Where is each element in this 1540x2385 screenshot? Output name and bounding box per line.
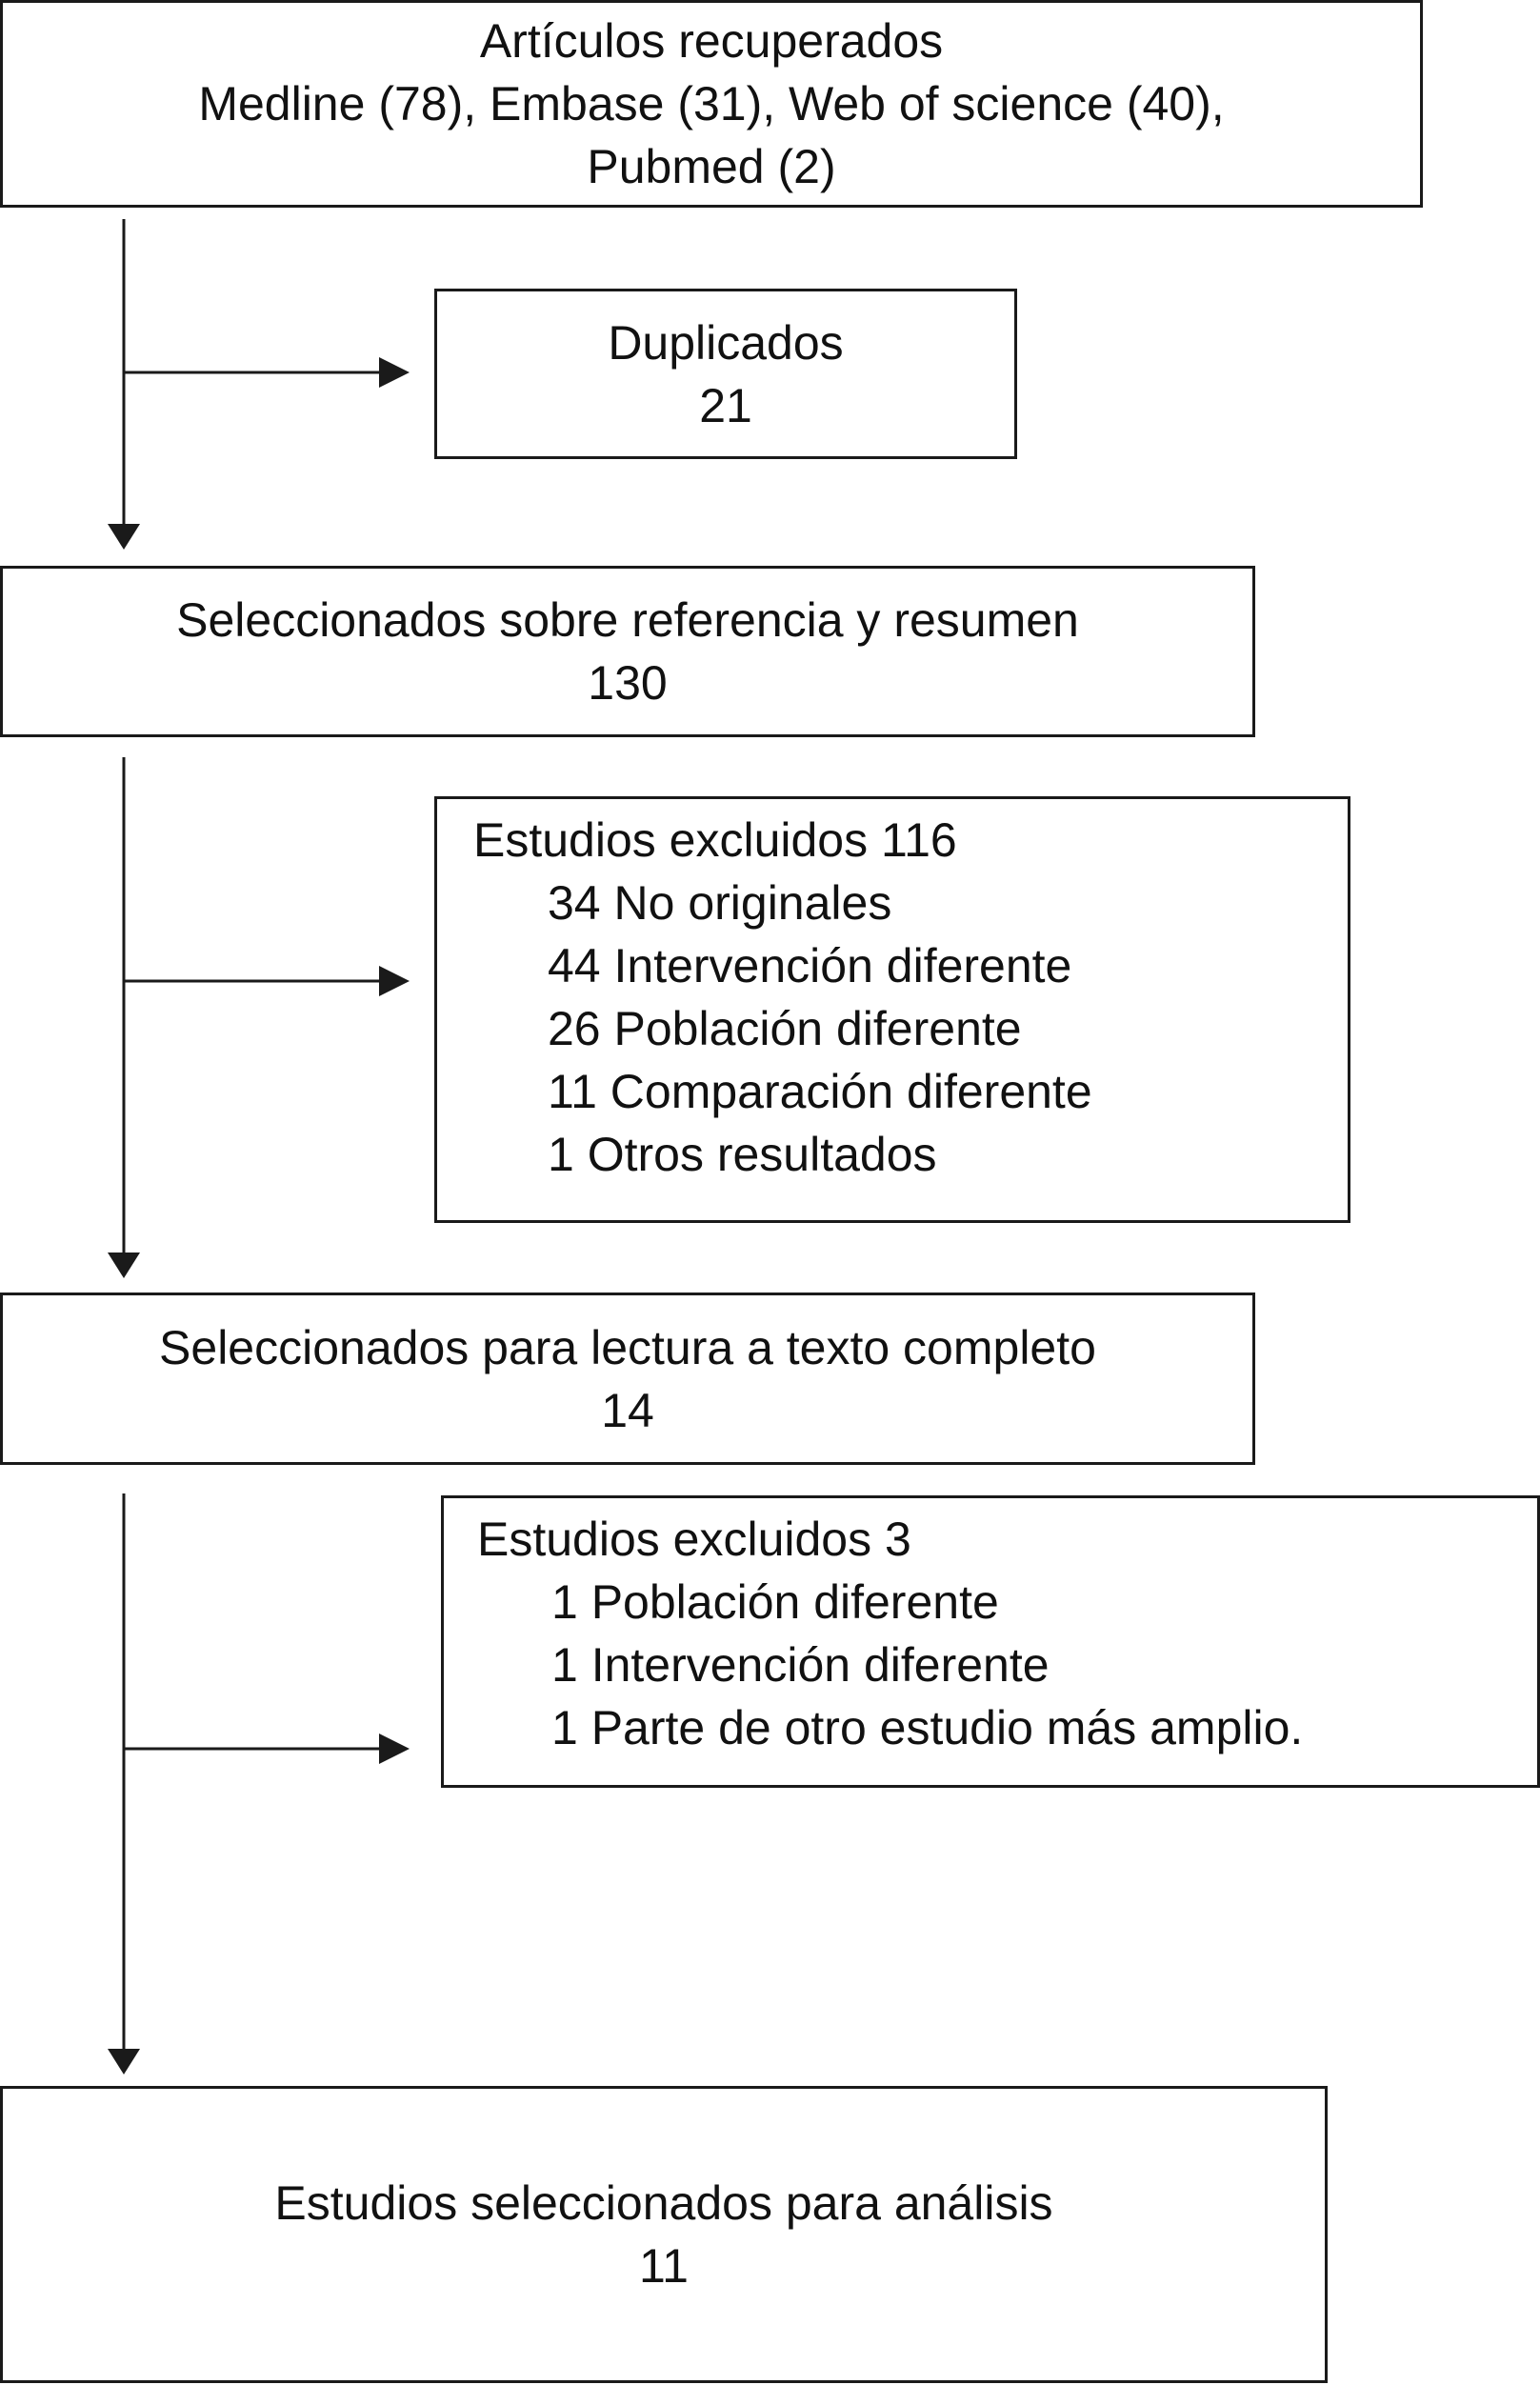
retrieved-sources-cont: Pubmed (2) <box>587 140 836 193</box>
excluded-fulltext-item: 1 Intervención diferente <box>551 1638 1050 1692</box>
excluded-fulltext-item: 1 Parte de otro estudio más amplio. <box>551 1701 1304 1754</box>
excluded-fulltext-box: Estudios excluidos 3 1 Población diferen… <box>441 1495 1540 1788</box>
retrieved-articles-box: Artículos recuperados Medline (78), Emba… <box>0 0 1423 208</box>
duplicates-count: 21 <box>699 378 752 432</box>
screened-count: 130 <box>588 656 668 710</box>
retrieved-title: Artículos recuperados <box>479 14 944 68</box>
arrow-down-fulltext <box>108 1253 140 1278</box>
arrow-down-included <box>108 2049 140 2074</box>
excluded-screening-item: 34 No originales <box>548 876 892 930</box>
arrow-right-excluded-fulltext <box>379 1734 410 1764</box>
screened-title: Seleccionados sobre referencia y resumen <box>176 593 1079 647</box>
duplicates-title: Duplicados <box>608 315 844 370</box>
excluded-fulltext-title: Estudios excluidos 3 <box>477 1513 911 1566</box>
screened-box: Seleccionados sobre referencia y resumen… <box>0 566 1255 737</box>
duplicates-box: Duplicados 21 <box>434 289 1017 459</box>
included-title: Estudios seleccionados para análisis <box>274 2176 1053 2230</box>
excluded-screening-item: 44 Intervención diferente <box>548 939 1072 992</box>
arrow-down-screened <box>108 524 140 550</box>
excluded-screening-box: Estudios excluidos 116 34 No originales … <box>434 796 1350 1223</box>
excluded-screening-item: 11 Comparación diferente <box>548 1065 1092 1118</box>
included-count: 11 <box>639 2239 689 2293</box>
excluded-fulltext-item: 1 Población diferente <box>551 1575 999 1629</box>
excluded-screening-item: 26 Población diferente <box>548 1002 1022 1055</box>
fulltext-box: Seleccionados para lectura a texto compl… <box>0 1293 1255 1465</box>
fulltext-title: Seleccionados para lectura a texto compl… <box>159 1320 1096 1374</box>
excluded-screening-item: 1 Otros resultados <box>548 1128 937 1181</box>
arrow-right-excluded-screening <box>379 966 410 996</box>
excluded-screening-title: Estudios excluidos 116 <box>473 813 957 867</box>
arrow-right-duplicates <box>379 357 410 388</box>
included-box: Estudios seleccionados para análisis 11 <box>0 2086 1328 2383</box>
fulltext-count: 14 <box>601 1383 654 1437</box>
retrieved-sources: Medline (78), Embase (31), Web of scienc… <box>198 77 1225 130</box>
